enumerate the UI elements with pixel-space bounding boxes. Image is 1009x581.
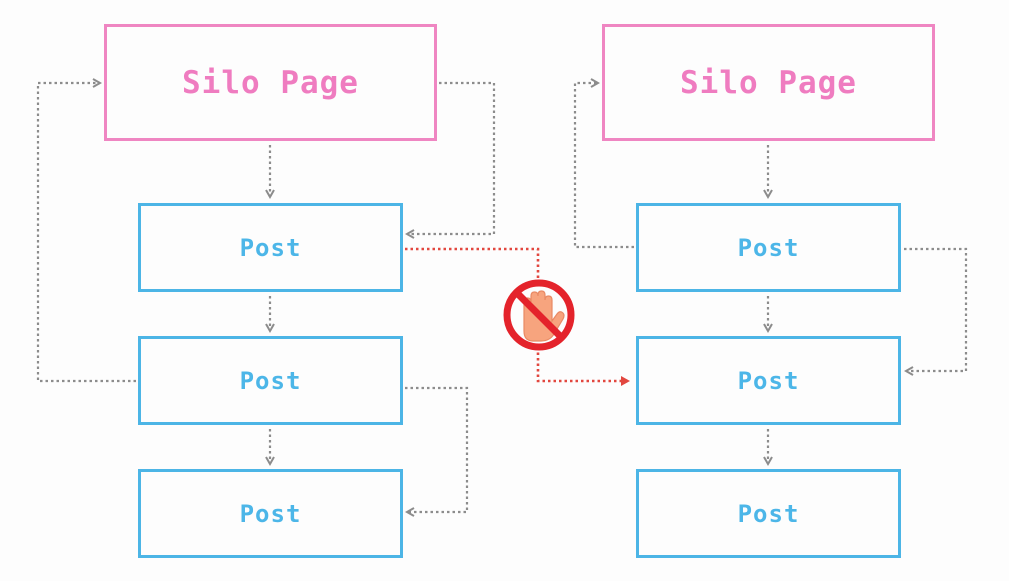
silo-page-title-right: Silo Page: [680, 64, 857, 101]
post-box-left-2: Post: [138, 336, 403, 425]
link-silo-to-post-1-side-left: [407, 81, 496, 234]
link-post-1-to-silo-right: [573, 83, 634, 249]
post-label: Post: [239, 366, 302, 395]
post-label: Post: [737, 366, 800, 395]
link-post-2-to-post-3-side-left: [405, 386, 469, 512]
post-box-right-1: Post: [636, 203, 901, 292]
post-label: Post: [737, 499, 800, 528]
post-box-left-3: Post: [138, 469, 403, 558]
no-hand-icon: [503, 279, 575, 351]
post-label: Post: [239, 499, 302, 528]
post-box-right-2: Post: [636, 336, 901, 425]
post-box-right-3: Post: [636, 469, 901, 558]
silo-page-box-left: Silo Page: [104, 24, 437, 141]
silo-page-box-right: Silo Page: [602, 24, 935, 141]
post-label: Post: [239, 233, 302, 262]
post-box-left-1: Post: [138, 203, 403, 292]
silo-page-title-left: Silo Page: [182, 64, 359, 101]
post-label: Post: [737, 233, 800, 262]
link-post-1-to-post-2-side-right: [904, 247, 968, 371]
